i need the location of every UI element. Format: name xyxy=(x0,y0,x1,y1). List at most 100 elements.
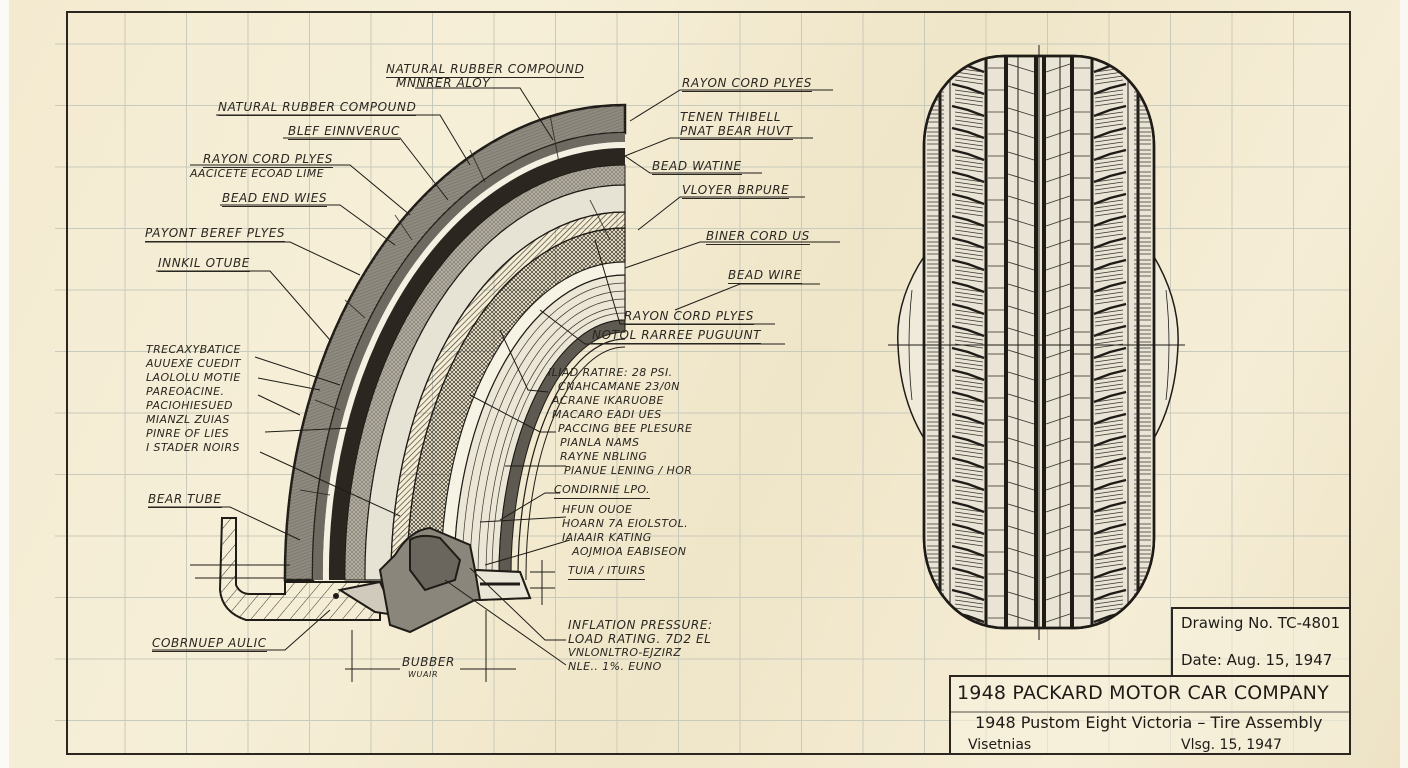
tread-sipe xyxy=(954,357,984,363)
tread-block-edge xyxy=(1093,82,1127,96)
tread-sipe xyxy=(1094,167,1124,173)
tread-block-edge xyxy=(951,390,985,404)
spec-line: Trecaxybatice xyxy=(146,343,241,356)
rib-sipe xyxy=(1007,129,1035,139)
tread-sipe xyxy=(1094,211,1124,217)
rib-sipe xyxy=(1045,591,1071,601)
tread-sipe xyxy=(954,79,984,85)
tread-sipe xyxy=(954,89,984,95)
tread-sipe xyxy=(1094,79,1124,85)
tread-block-edge xyxy=(951,456,985,470)
tread-block-edge xyxy=(1093,302,1127,316)
tread-sipe xyxy=(1094,185,1124,191)
tread-sipe xyxy=(954,573,984,579)
spec-line: Iaiaair Kating xyxy=(562,531,652,544)
label-aacicete: Aacicete Ecoad Lime xyxy=(190,167,324,180)
tread-sipe xyxy=(1094,357,1124,363)
tread-sipe xyxy=(954,71,984,77)
tread-sipe xyxy=(954,383,984,389)
tread-sipe xyxy=(954,203,984,209)
tread-block-edge xyxy=(951,302,985,316)
label-payont-beref-plyes: Payont Beref Plyes xyxy=(145,226,286,242)
rib-sipe xyxy=(1045,481,1071,491)
tread-sipe xyxy=(1094,207,1124,213)
tread-sipe xyxy=(1094,563,1124,569)
label-bead-end-wies: Bead End Wies xyxy=(222,191,328,207)
tread-block-edge xyxy=(1093,566,1127,580)
tread-sipe xyxy=(1094,607,1124,613)
label-corner: Cobrnuep Aulic xyxy=(152,636,267,652)
rib-sipe xyxy=(1007,239,1035,249)
tread-sipe xyxy=(954,339,984,345)
spec-line: I Stader Noirs xyxy=(146,441,240,454)
tread-sipe xyxy=(954,115,984,121)
tread-block-edge xyxy=(1093,346,1127,360)
tread-block-edge xyxy=(1093,478,1127,492)
tread-block-edge xyxy=(951,368,985,382)
tread-sipe xyxy=(1094,123,1124,129)
tread-sipe xyxy=(1094,507,1124,513)
spec-line: Auuexe Cuedit xyxy=(146,357,241,370)
tread-sipe xyxy=(954,269,984,275)
tread-sipe xyxy=(1094,265,1124,271)
tread-block-edge xyxy=(1093,456,1127,470)
label-bead-wire: Bead Wire xyxy=(728,268,802,284)
tread-sipe xyxy=(1094,203,1124,209)
tread-sipe xyxy=(1094,335,1124,341)
drawing-number: Drawing No. TC-4801 xyxy=(1181,614,1341,632)
tread-sipe xyxy=(1094,247,1124,253)
tread-sipe xyxy=(954,449,984,455)
tread-sipe xyxy=(1094,229,1124,235)
tread-sipe xyxy=(1094,463,1124,469)
tread-sipe xyxy=(1094,159,1124,165)
tread-sipe xyxy=(1094,445,1124,451)
tread-sipe xyxy=(954,471,984,477)
tread-sipe xyxy=(954,529,984,535)
tread-block-edge xyxy=(1093,280,1127,294)
paper-edge-right xyxy=(1400,0,1408,768)
rib-sipe xyxy=(1007,569,1035,579)
tread-sipe xyxy=(954,145,984,151)
tread-sipe xyxy=(954,409,984,415)
tread-sipe xyxy=(1094,309,1124,315)
tread-sipe xyxy=(954,577,984,583)
tread-sipe xyxy=(1094,581,1124,587)
tread-sipe xyxy=(954,353,984,359)
tread-sipe xyxy=(954,243,984,249)
tread-sipe xyxy=(954,581,984,587)
tread-sipe xyxy=(954,441,984,447)
tread-sipe xyxy=(1094,511,1124,517)
tread-block-edge xyxy=(951,588,985,602)
drawing-info-box xyxy=(1171,607,1351,677)
rib-sipe xyxy=(1007,437,1035,447)
tread-sipe xyxy=(1094,273,1124,279)
tread-sipe xyxy=(954,419,984,425)
left-spec-block: Trecaxybatice Auuexe Cuedit Laololu Moti… xyxy=(146,343,241,455)
tread-sipe xyxy=(954,97,984,103)
tread-sipe xyxy=(1094,317,1124,323)
company-name: 1948 PACKARD MOTOR CAR COMPANY xyxy=(957,682,1329,704)
rib-sipe xyxy=(1045,437,1071,447)
tread-block-edge xyxy=(1093,368,1127,382)
tread-sipe xyxy=(1094,199,1124,205)
label-rayon-cord-plyes-lower: Rayon Cord Plyes xyxy=(624,309,755,325)
tread-sipe xyxy=(954,467,984,473)
tread-sipe xyxy=(954,317,984,323)
rib-sipe xyxy=(1045,195,1071,205)
tread-sipe xyxy=(954,361,984,367)
tread-sipe xyxy=(1094,409,1124,415)
tread-block-edge xyxy=(951,82,985,96)
tread-sipe xyxy=(1094,269,1124,275)
tread-sipe xyxy=(1094,485,1124,491)
tread-sipe xyxy=(1094,233,1124,239)
tread-sipe xyxy=(954,133,984,139)
tread-sipe xyxy=(1094,181,1124,187)
rib-sipe xyxy=(1045,525,1071,535)
tread-block-edge xyxy=(951,324,985,338)
tread-sipe xyxy=(1094,71,1124,77)
rib-sipe xyxy=(1007,503,1035,513)
tread-sipe xyxy=(954,137,984,143)
tread-sipe xyxy=(1094,251,1124,257)
rib-sipe xyxy=(1045,107,1071,117)
spec-line: Aojmioa Eabiseon xyxy=(572,545,687,558)
